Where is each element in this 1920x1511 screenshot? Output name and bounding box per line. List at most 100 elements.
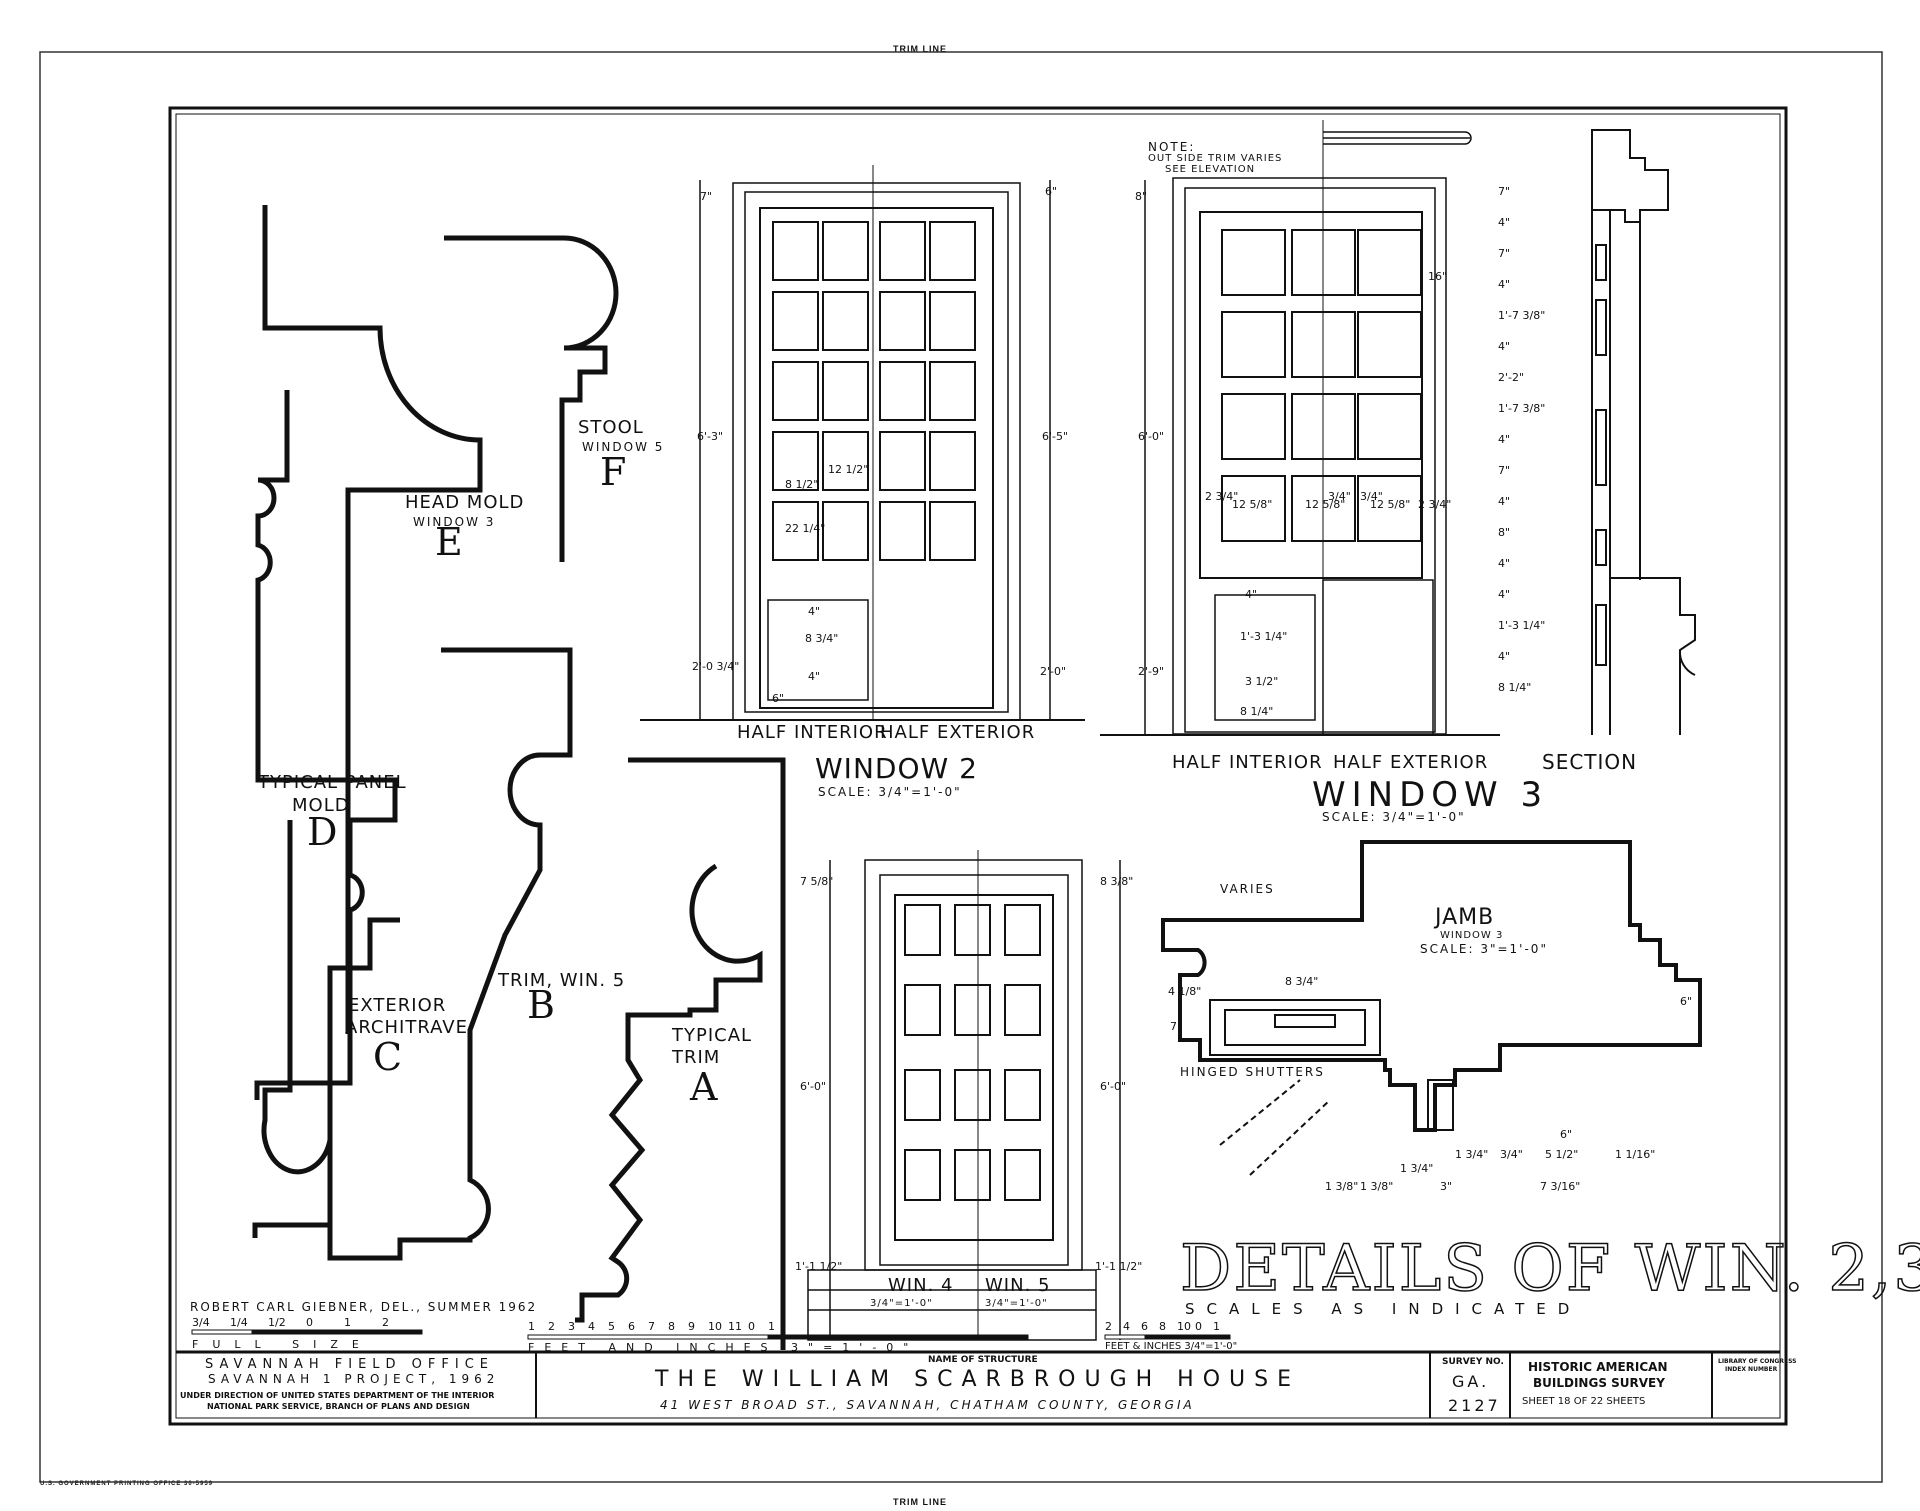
jamb-dim-w: 8 3/4" (1285, 975, 1319, 988)
scale-tick: 3 (568, 1320, 575, 1333)
details-title-graphic: DETAILS OF WIN. 2,3,4,5 (1179, 1231, 1920, 1307)
scale-tick: 8 (1159, 1320, 1166, 1333)
scale-tick: 2 (1105, 1320, 1112, 1333)
typical-trim-title: TYPICAL (672, 1025, 753, 1046)
section-dim: 7" (1498, 185, 1511, 198)
jamb-scale: SCALE: 3"=1'-0" (1420, 942, 1548, 956)
jamb-dim-h3: 6" (1680, 995, 1693, 1008)
office-line2: SAVANNAH 1 PROJECT, 1962 (208, 1372, 500, 1386)
scale-tick: 10 (1177, 1320, 1191, 1333)
structure-address: 41 WEST BROAD ST., SAVANNAH, CHATHAM COU… (660, 1398, 1195, 1412)
scale-tick: 0 (306, 1316, 313, 1329)
panel-mold-letter: D (307, 810, 338, 854)
profile-stool-f (444, 235, 619, 562)
jamb-dim-b2: 1 3/8" (1360, 1180, 1394, 1193)
w3-half-exterior: HALF EXTERIOR (1333, 752, 1489, 773)
scale-tick: 5 (608, 1320, 615, 1333)
jamb-dim-b5: 7 3/16" (1540, 1180, 1581, 1193)
w3-note2: OUT SIDE TRIM VARIES (1148, 153, 1283, 164)
profile-head-mold-e (262, 205, 483, 1034)
w3-dim-w3: 3/4" (1328, 490, 1351, 503)
scale-tick: 0 (1195, 1320, 1202, 1333)
jamb-dim-b8: 1 1/16" (1615, 1148, 1656, 1161)
habs-line2: BUILDINGS SURVEY (1533, 1376, 1665, 1390)
w3-title: WINDOW 3 (1312, 775, 1549, 815)
profile-trim-b (628, 757, 786, 1350)
w2-dim-left-main: 6'-3" (697, 430, 724, 443)
jamb-varies: VARIES (1220, 882, 1275, 896)
small-scale-label: FEET & INCHES 3/4"=1'-0" (1105, 1341, 1238, 1352)
sheet-number: SHEET 18 OF 22 SHEETS (1522, 1396, 1646, 1407)
direction-line2: NATIONAL PARK SERVICE, BRANCH OF PLANS A… (207, 1402, 470, 1411)
scale-tick: 6 (628, 1320, 635, 1333)
w2-title: WINDOW 2 (815, 752, 978, 785)
w3-dim-d2: 1'-3 1/4" (1240, 630, 1288, 643)
section-dim: 4" (1498, 495, 1511, 508)
w2-scale: SCALE: 3/4"=1'-0" (818, 785, 962, 799)
section-dim: 1'-7 3/8" (1498, 309, 1546, 322)
trim-border (39, 51, 1883, 1483)
scale-tick: 8 (668, 1320, 675, 1333)
w2-dim-d3: 4" (808, 670, 821, 683)
typical-trim-title2: TRIM (672, 1047, 721, 1068)
section-dim: 4" (1498, 278, 1511, 291)
w3-dim-d4: 8 1/4" (1240, 705, 1274, 718)
trim-b-letter: B (527, 983, 555, 1027)
profile-architrave-c (327, 647, 573, 1261)
section-dim: 4" (1498, 340, 1511, 353)
w45-dim-top-right: 8 3/8" (1100, 875, 1134, 888)
w3-half-interior: HALF INTERIOR (1172, 752, 1323, 773)
win5-scale: 3/4"=1'-0" (985, 1298, 1048, 1309)
section-dim: 4" (1498, 557, 1511, 570)
w2-dim-d2: 8 3/4" (805, 632, 839, 645)
title-block-frame (176, 1350, 1780, 1418)
panel-mold-title: TYPICAL PANEL (258, 772, 407, 793)
w3-dim-w6: 12 5/8" (1370, 498, 1411, 511)
head-mold-letter: E (435, 520, 463, 564)
w45-dim-right-main: 6'-0" (1100, 1080, 1127, 1093)
w2-dim-pane-w: 8 1/2" (785, 478, 819, 491)
structure-name: THE WILLIAM SCARBROUGH HOUSE (655, 1367, 1301, 1392)
section-dim: 2'-2" (1498, 371, 1525, 384)
jamb-dim-b4: 3" (1440, 1180, 1453, 1193)
jamb-dim-b10: 3/4" (1500, 1148, 1523, 1161)
section-dim: 4" (1498, 216, 1511, 229)
w3-dim-main: 6'-0" (1138, 430, 1165, 443)
architrave-letter: C (373, 1035, 403, 1079)
trim-line-bottom: TRIM LINE (893, 1497, 947, 1507)
w3-dim-w2: 12 5/8" (1232, 498, 1273, 511)
scale-tick: 4 (1123, 1320, 1130, 1333)
scale-tick: 0 (748, 1320, 755, 1333)
w2-dim-d4: 6" (772, 692, 785, 705)
w2-dim-d1: 4" (808, 605, 821, 618)
w3-dim-w4: 12 5/8" (1305, 498, 1346, 511)
jamb-dim-b9: 1 3/4" (1455, 1148, 1489, 1161)
survey-no-label: SURVEY NO. (1442, 1357, 1504, 1367)
scale-tick: 2 (548, 1320, 555, 1333)
typical-trim-letter: A (690, 1065, 718, 1109)
scale-tick: 10 (708, 1320, 722, 1333)
section-dim: 4" (1498, 650, 1511, 663)
jamb-dim-h1: 7" (1170, 1020, 1183, 1033)
scale-bars (191, 1329, 1231, 1340)
panel-mold-title2: MOLD (292, 795, 350, 816)
scale-tick: 7 (648, 1320, 655, 1333)
w3-section: SECTION (1542, 750, 1638, 774)
scale-tick: 1 (528, 1320, 535, 1333)
w3-dim-w5: 3/4" (1360, 490, 1383, 503)
window-4-5-elevation (807, 850, 1121, 1341)
details-scales: SCALES AS INDICATED (1185, 1300, 1582, 1318)
trim-b-title: TRIM, WIN. 5 (498, 970, 626, 991)
w2-half-interior: HALF INTERIOR (737, 722, 888, 743)
scale-tick: 1 (768, 1320, 775, 1333)
delineator-credit: ROBERT CARL GIEBNER, DEL., SUMMER 1962 (190, 1300, 538, 1314)
full-size-label: FULL SIZE (192, 1338, 373, 1351)
habs-line1: HISTORIC AMERICAN (1528, 1360, 1668, 1374)
w45-dim-right-low: 1'-1 1/2" (1095, 1260, 1143, 1273)
stool-letter: F (600, 450, 627, 494)
jamb-dim-b1: 1 3/8" (1325, 1180, 1359, 1193)
molding-profiles (252, 205, 786, 1350)
